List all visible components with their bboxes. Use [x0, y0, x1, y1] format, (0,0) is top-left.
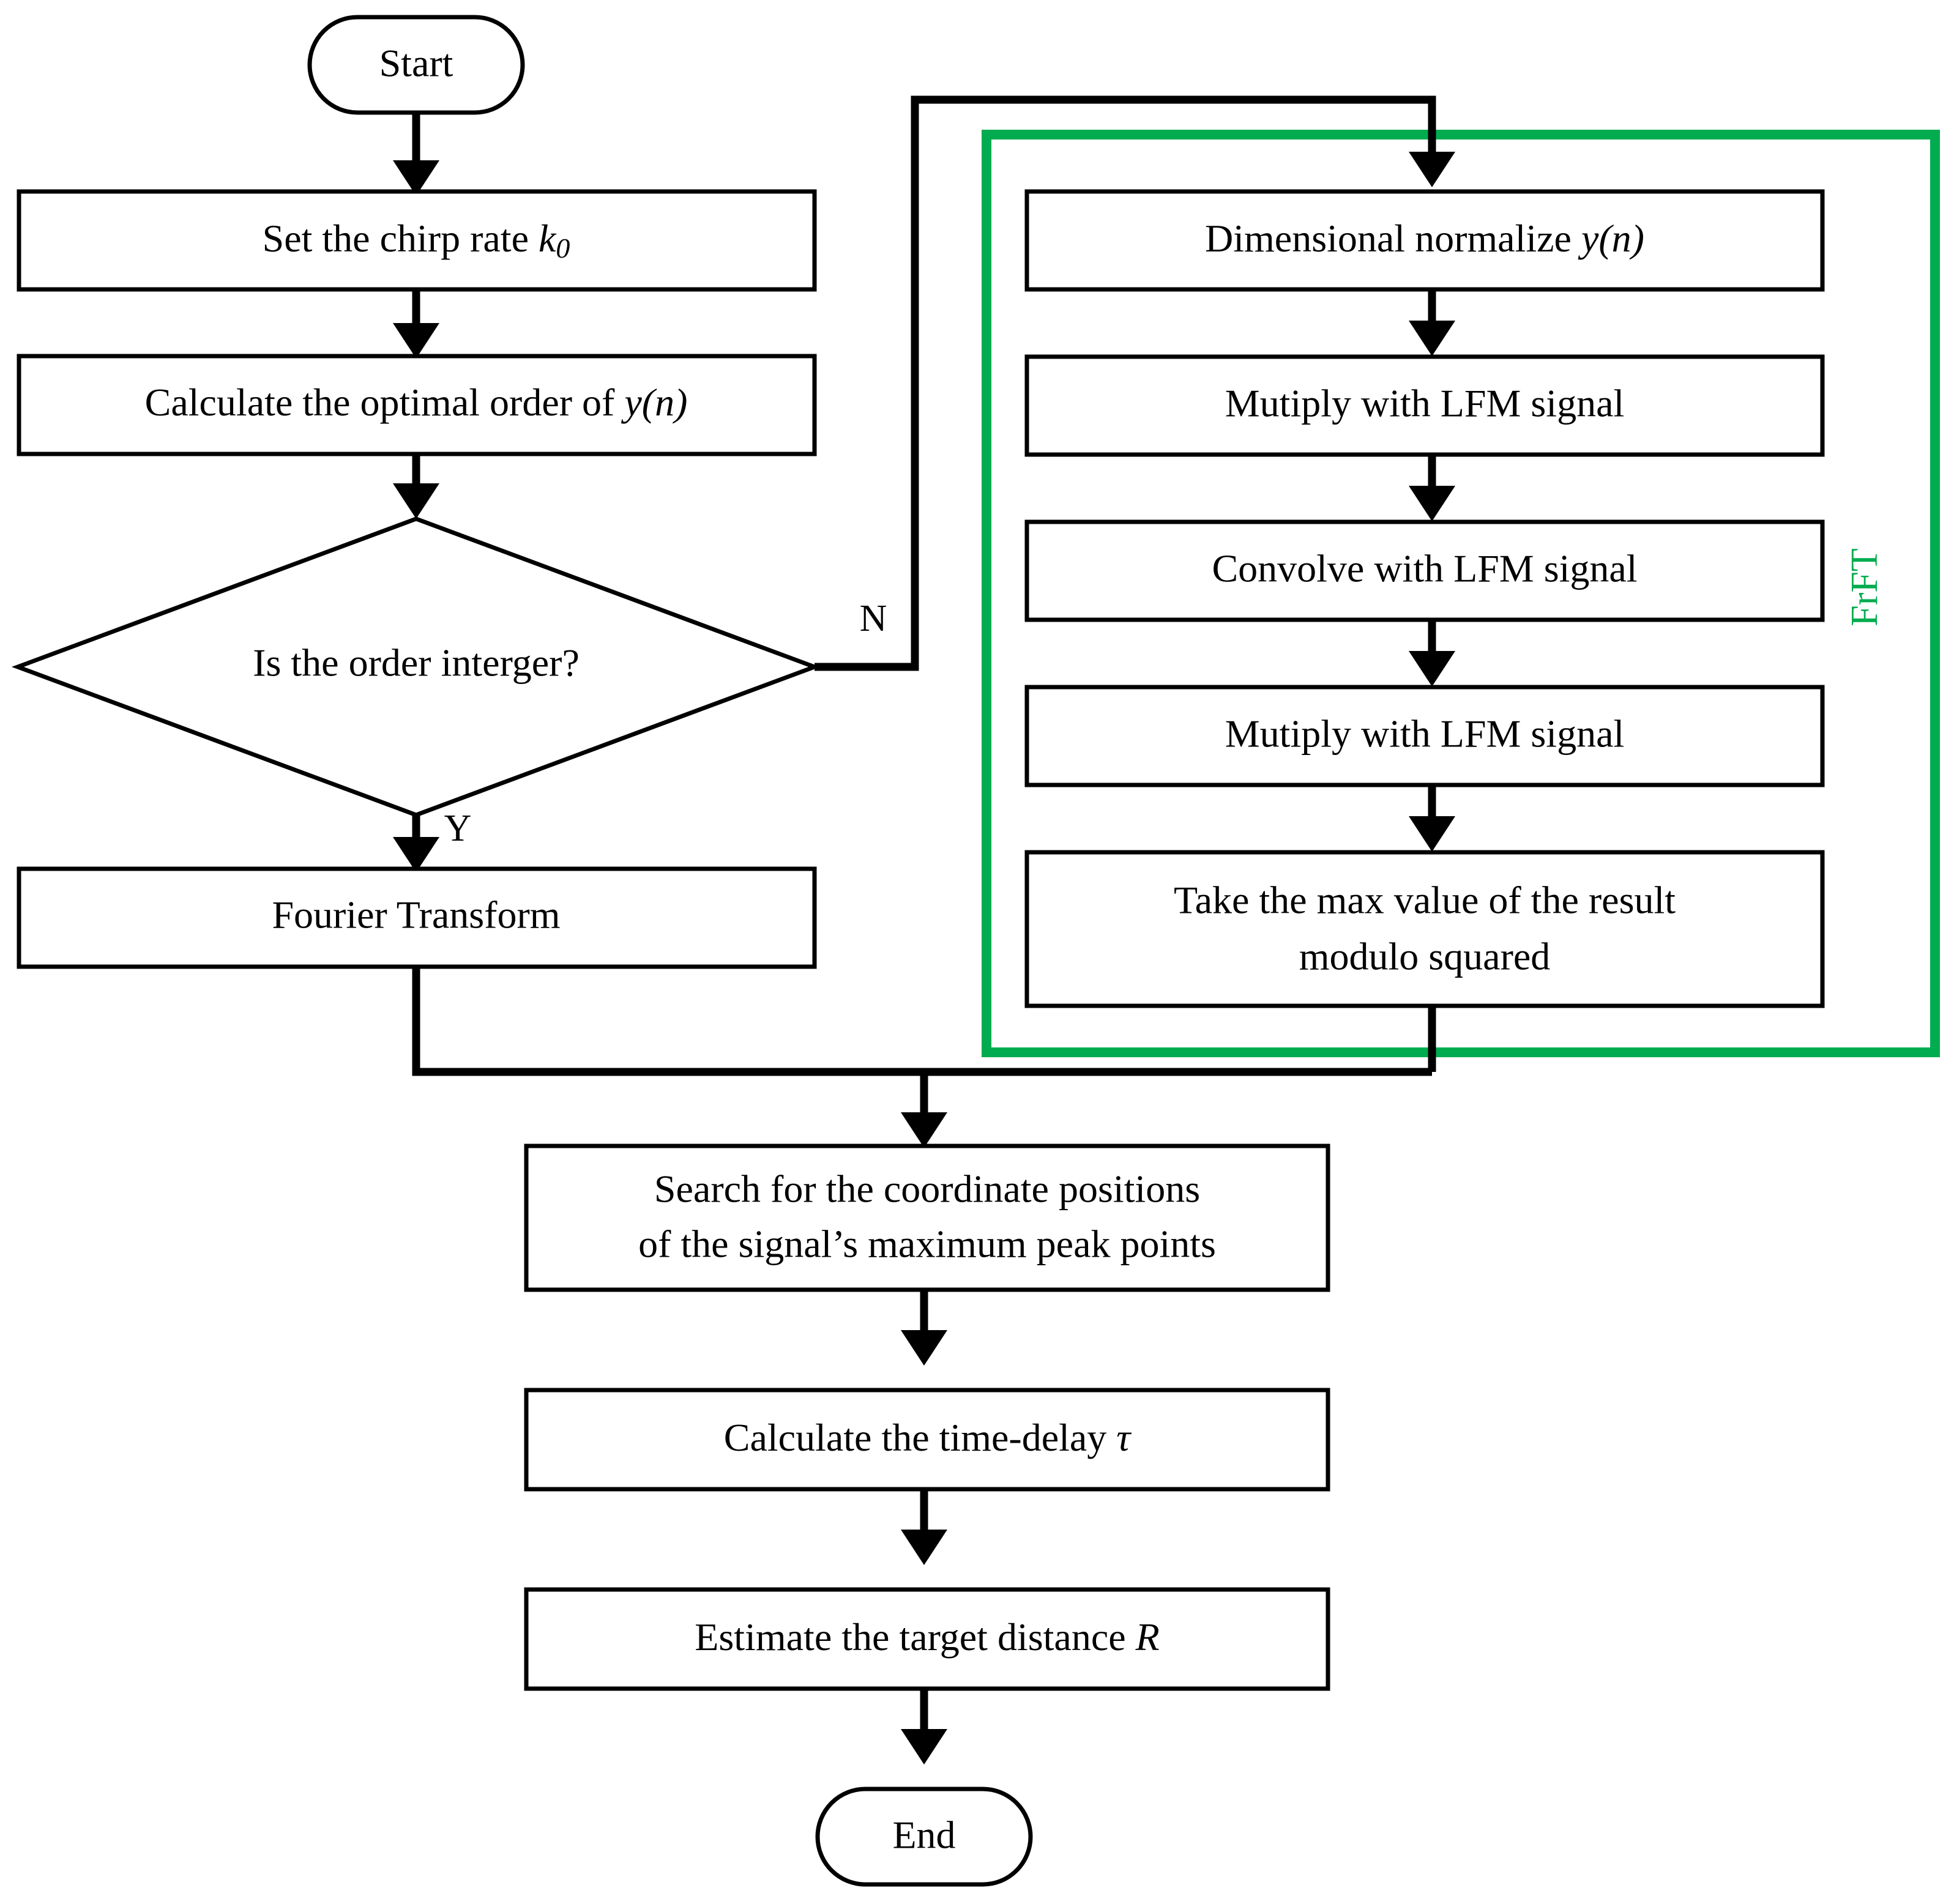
fourier-transform-label: Fourier Transform — [272, 893, 560, 937]
node-calc-optimal-order[interactable]: Calculate the optimal order of y(n) — [17, 354, 817, 456]
arrowhead-multiply2-to-takemax — [1409, 816, 1455, 852]
arrowhead-search-peaks-to-time-delay — [901, 1330, 947, 1366]
multiply-lfm-1-shape — [1024, 354, 1825, 457]
arrowhead-calc-order-to-decision — [393, 483, 439, 519]
node-take-max-modulo[interactable]: Take the max value of the result modulo … — [1024, 850, 1825, 1008]
node-search-peaks[interactable]: Search for the coordinate positions of t… — [524, 1144, 1330, 1292]
convolve-lfm-shape — [1024, 519, 1825, 622]
node-is-order-integer[interactable]: Is the order interger? — [11, 516, 821, 817]
edge-decision-no-to-frft — [815, 95, 1436, 671]
multiply-lfm-1-label: Mutiply with LFM signal — [1225, 382, 1625, 425]
frft-group-box — [982, 130, 1940, 1057]
edge-fourier-to-merge — [412, 967, 1432, 1076]
node-dimensional-normalize[interactable]: Dimensional normalize y(n) — [1024, 189, 1825, 292]
node-convolve-lfm[interactable]: Convolve with LFM signal — [1024, 519, 1825, 622]
node-set-chirp-rate[interactable]: Set the chirp rate k0 — [17, 189, 817, 292]
calc-optimal-order-shape — [17, 354, 817, 456]
search-peaks-line1: Search for the coordinate positions — [654, 1167, 1200, 1211]
arrowhead-decision-no-to-frft — [1409, 152, 1455, 187]
end-terminator-shape — [815, 1787, 1033, 1887]
take-max-modulo-line1: Take the max value of the result — [1174, 879, 1676, 922]
node-fourier-transform[interactable]: Fourier Transform — [17, 866, 817, 969]
set-chirp-rate-shape — [17, 189, 817, 292]
frft-group-label: FrFT — [1844, 548, 1885, 626]
node-start[interactable]: Start — [307, 15, 525, 115]
estimate-distance-shape — [524, 1587, 1330, 1691]
arrowhead-merge-to-search-peaks — [901, 1112, 947, 1148]
arrowhead-normalize-to-multiply1 — [1409, 321, 1455, 356]
start-terminator-shape — [307, 15, 525, 115]
search-peaks-line2: of the signal’s maximum peak points — [638, 1222, 1216, 1266]
take-max-modulo-line2: modulo squared — [1299, 935, 1551, 978]
calc-time-delay-label: Calculate the time-delay τ — [724, 1416, 1132, 1459]
fourier-transform-shape — [17, 866, 817, 969]
end-label: End — [892, 1813, 955, 1857]
arrowhead-set-chirp-to-calc-order — [393, 323, 439, 359]
is-order-integer-shape — [11, 516, 821, 817]
calc-optimal-order-label: Calculate the optimal order of y(n) — [145, 381, 688, 424]
arrowhead-convolve-to-multiply2 — [1409, 651, 1455, 686]
search-peaks-shape — [524, 1144, 1330, 1292]
multiply-lfm-2-shape — [1024, 685, 1825, 787]
branch-label-no: N — [860, 598, 887, 639]
node-estimate-distance[interactable]: Estimate the target distance R — [524, 1587, 1330, 1691]
convolve-lfm-label: Convolve with LFM signal — [1212, 547, 1637, 590]
node-multiply-lfm-1[interactable]: Mutiply with LFM signal — [1024, 354, 1825, 457]
is-order-integer-label: Is the order interger? — [253, 641, 580, 685]
node-calc-time-delay[interactable]: Calculate the time-delay τ — [524, 1388, 1330, 1492]
multiply-lfm-2-label: Mutiply with LFM signal — [1225, 712, 1625, 756]
arrowhead-multiply1-to-convolve — [1409, 486, 1455, 521]
start-label: Start — [379, 42, 453, 85]
arrowhead-time-delay-to-distance — [901, 1530, 947, 1565]
dimensional-normalize-label: Dimensional normalize y(n) — [1205, 217, 1644, 260]
take-max-modulo-shape — [1024, 850, 1825, 1008]
node-multiply-lfm-2[interactable]: Mutiply with LFM signal — [1024, 685, 1825, 787]
arrowhead-start-to-set-chirp — [393, 160, 439, 196]
arrowhead-decision-yes-to-fourier — [393, 837, 439, 872]
estimate-distance-label: Estimate the target distance R — [695, 1615, 1159, 1659]
calc-time-delay-shape — [524, 1388, 1330, 1492]
set-chirp-rate-label: Set the chirp rate k0 — [263, 217, 570, 264]
branch-label-yes: Y — [444, 808, 472, 849]
dimensional-normalize-shape — [1024, 189, 1825, 292]
node-end[interactable]: End — [815, 1787, 1033, 1887]
arrowhead-distance-to-end — [901, 1729, 947, 1765]
